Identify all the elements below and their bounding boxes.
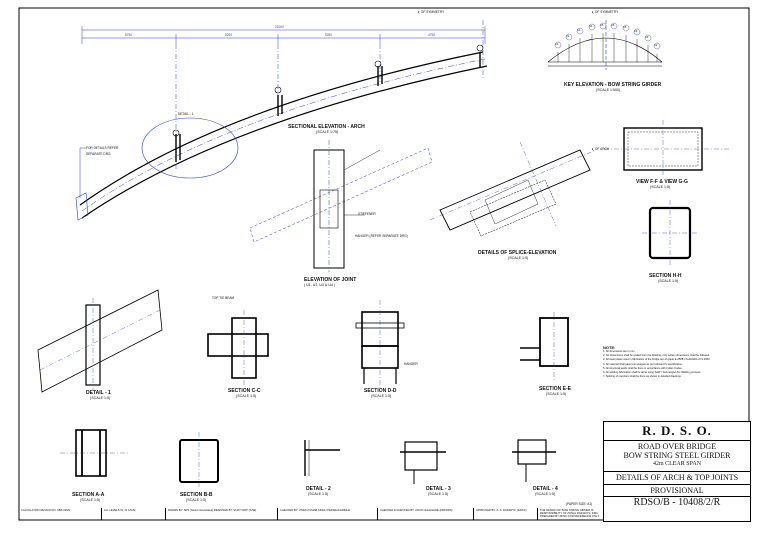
title-line-3: 42m CLEAR SPAN xyxy=(652,461,702,467)
section-cc-graphic xyxy=(207,310,269,385)
status-label: PROVISIONAL xyxy=(650,486,704,495)
signature-strip: CALCULATION DESIGN NO: CBS 09/29 ALL LEV… xyxy=(19,508,603,520)
view-scale: (SCALE 1:5) xyxy=(308,492,329,496)
symmetry-label-key: ℄ OF SYMMETRY xyxy=(592,10,619,14)
note-item: 1. All dimensions are in mm. xyxy=(603,350,636,353)
symmetry-label: ℄ OF SYMMETRY xyxy=(418,10,445,14)
detail-4-graphic xyxy=(512,439,556,482)
view-title: DETAILS OF SPLICE-ELEVATION xyxy=(478,250,557,256)
strip-cell: CHECKED & CHECKED BY: ARUN CHHAGHDE (DIR… xyxy=(377,508,473,520)
note-item: 4. All material shall pass test analysis… xyxy=(603,362,683,366)
note-item: 2. No dimensions shall be scaled from th… xyxy=(603,354,710,358)
separate-drg-label: SEPARATE DRG xyxy=(86,152,111,156)
org-name: R. D. S. O. xyxy=(642,423,712,438)
view-ff-graphic xyxy=(604,120,730,176)
dim-b: 5250 xyxy=(225,33,233,37)
view-title: DETAIL - 2 xyxy=(306,486,331,492)
strip-cell: CALCULATION DESIGN NO: CBS 09/29 xyxy=(21,509,70,512)
view-scale: (SCALE 1:5) xyxy=(236,394,257,398)
splice-elevation-graphic xyxy=(429,141,597,237)
title-block: R. D. S. O. ROAD OVER BRIDGE BOW STRING … xyxy=(603,421,751,522)
key-node-label: U4 xyxy=(634,30,638,33)
detail-1-callout: DETAIL - 1 xyxy=(178,112,194,116)
view-title: KEY ELEVATION - BOW STRING GIRDER xyxy=(564,82,662,88)
arch-elevation xyxy=(75,20,488,221)
view-scale: (SCALE 1:5) xyxy=(186,498,207,502)
note-item: 5. All structural welds shall be done in… xyxy=(603,366,683,370)
detail-1-graphic xyxy=(37,289,163,393)
view-title: SECTION H-H xyxy=(649,273,682,279)
strip-cell: APPROVED BY: A. K. DADARYA, (EDSC) xyxy=(473,508,537,520)
top-tie-beam-label: TOP TIE BEAM xyxy=(212,296,235,300)
drawing-number: RDSO/B - 10408/2/R xyxy=(633,497,721,508)
key-node-label: U5 xyxy=(600,24,604,27)
notes-block: NOTE: 1. All dimensions are in mm. 2. No… xyxy=(603,345,749,379)
key-node-label: U5 xyxy=(623,26,627,29)
notes-heading: NOTE: xyxy=(603,345,616,350)
section-dd-graphic xyxy=(355,300,405,388)
paper-size: (PAPER SIZE: A1) xyxy=(566,502,593,506)
view-title: SECTION A-A xyxy=(72,492,105,498)
detail-3-graphic xyxy=(400,441,446,484)
view-scale: (SCALE 1:5) xyxy=(658,279,679,283)
view-scale: (SCALE 1:75) xyxy=(316,130,339,134)
view-scale: (SCALE 1:5) xyxy=(80,498,101,502)
key-elevation-graphic xyxy=(547,20,663,70)
view-title: DETAIL - 4 xyxy=(533,486,558,492)
strip-cell: CHECKED BY: VIVEK KUMAR SINGH PEDDIHAIHR… xyxy=(277,508,377,520)
view-title: SECTIONAL ELEVATION - ARCH xyxy=(288,124,365,130)
key-node-label: U3 xyxy=(577,29,581,32)
title-line-1: ROAD OVER BRIDGE xyxy=(637,442,717,451)
strip-cell: ALL LEVELS IN : R.L/M.M xyxy=(101,508,165,520)
view-scale: (SCALE 1:5) xyxy=(535,492,556,496)
view-title: DETAIL - 1 xyxy=(86,390,111,396)
key-node-label: U2 xyxy=(654,44,658,47)
dim-c: 5250 xyxy=(325,33,333,37)
stiffener-label: STIFFENER xyxy=(358,212,376,216)
view-scale: (SCALE 1:5) xyxy=(371,394,392,398)
section-aa-graphic xyxy=(60,429,128,477)
view-title: SECTION B-B xyxy=(180,492,213,498)
view-scale: (SCALE 1:5) xyxy=(508,256,529,260)
sheet-border xyxy=(18,7,750,521)
dim-d: 4750 xyxy=(428,33,436,37)
hanger-label: HANGER xyxy=(404,362,418,366)
detail-2-graphic xyxy=(304,440,340,476)
title-line-4: DETAILS OF ARCH & TOP JOINTS xyxy=(615,473,739,482)
note-item: 7. Splicing of members shall be done as … xyxy=(603,375,682,379)
hanger-sep-label: HANGER (REFER SEPARATE DRG) xyxy=(355,234,408,238)
key-node-label: U1 xyxy=(555,43,559,46)
key-node-label: U3 xyxy=(645,36,649,39)
dim-total: 21000 xyxy=(275,25,284,29)
arch-label: ℄ OF ARCH xyxy=(592,147,610,151)
view-title: VIEW F-F & VIEW G-G xyxy=(636,179,688,185)
view-scale: (SCALE 1:5) xyxy=(428,492,449,496)
view-scale: (SCALE 1:5) xyxy=(546,392,567,396)
strip-cell: THE DESIGN OF BOW STRING GIRDER IS RESPO… xyxy=(537,508,603,520)
note-item: 3. All steel plates used in fabrication … xyxy=(603,358,711,362)
view-title: SECTION E-E xyxy=(539,386,571,392)
key-node-label: U4 xyxy=(589,25,593,28)
section-ee-graphic xyxy=(520,312,569,380)
dim-a: 5750 xyxy=(125,33,133,37)
view-title: SECTION D-D xyxy=(364,388,397,394)
strip-cell: DRAWN BY: SRS (Senior Associates) DESIGN… xyxy=(165,508,277,520)
view-scale: (SCALE 1:5) xyxy=(650,185,671,189)
view-scale: (SCALE 1:500) xyxy=(596,88,621,92)
section-hh-graphic xyxy=(642,200,698,265)
key-node-label: U2 xyxy=(566,35,570,38)
title-line-2: BOW STRING STEEL GIRDER xyxy=(623,451,731,460)
view-scale: (SCALE 1:5) xyxy=(90,396,111,400)
view-title: DETAIL - 3 xyxy=(426,486,451,492)
for-details-label: FOR DETAILS REFER xyxy=(86,146,119,150)
joint-elevation-graphic xyxy=(249,140,433,272)
view-scale: ( U1, U2, U3 & U4 ) xyxy=(304,283,336,287)
note-item: 6. All welding fabrication shall be done… xyxy=(603,371,702,375)
key-node-label: U6 xyxy=(611,24,615,27)
view-title: SECTION C-C xyxy=(228,388,261,394)
section-bb-graphic xyxy=(179,432,219,488)
view-title: ELEVATION OF JOINT xyxy=(304,277,357,283)
